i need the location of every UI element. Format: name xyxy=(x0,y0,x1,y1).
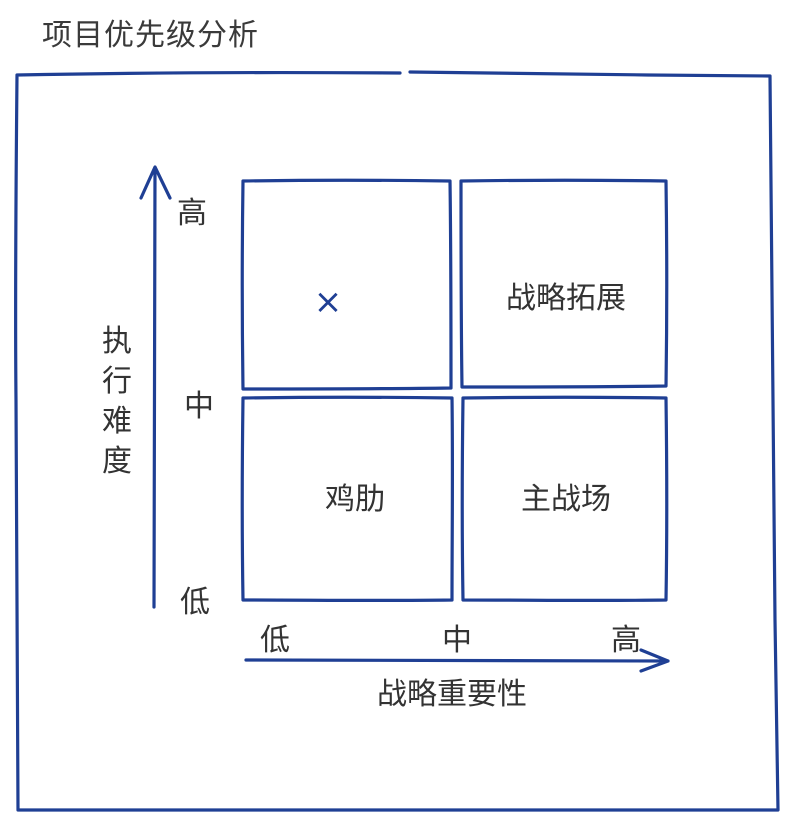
quadrant-top-right-box xyxy=(459,178,669,389)
y-axis-arrow xyxy=(139,165,172,609)
x-tick-mid: 中 xyxy=(442,623,472,658)
x-axis-arrow xyxy=(244,648,670,673)
y-axis-title: 执 行 难 度 xyxy=(102,324,132,479)
diagram-title: 项目优先级分析 xyxy=(42,18,259,53)
y-tick-mid: 中 xyxy=(184,389,214,424)
y-tick-high: 高 xyxy=(177,196,207,231)
quadrant-top-left-mark: × xyxy=(313,282,343,322)
quadrant-bottom-right-label: 主战场 xyxy=(521,482,611,517)
x-axis-title: 战略重要性 xyxy=(377,677,527,712)
x-tick-high: 高 xyxy=(611,623,641,658)
quadrant-top-left-box xyxy=(240,178,453,391)
quadrant-bottom-left-box xyxy=(240,395,455,603)
quadrant-bottom-right-box xyxy=(460,395,669,603)
quadrant-bottom-left-label: 鸡肋 xyxy=(325,482,385,517)
y-tick-low: 低 xyxy=(180,585,210,620)
quadrant-top-right-label: 战略拓展 xyxy=(506,281,626,316)
x-tick-low: 低 xyxy=(260,623,290,658)
outer-frame xyxy=(13,70,780,812)
